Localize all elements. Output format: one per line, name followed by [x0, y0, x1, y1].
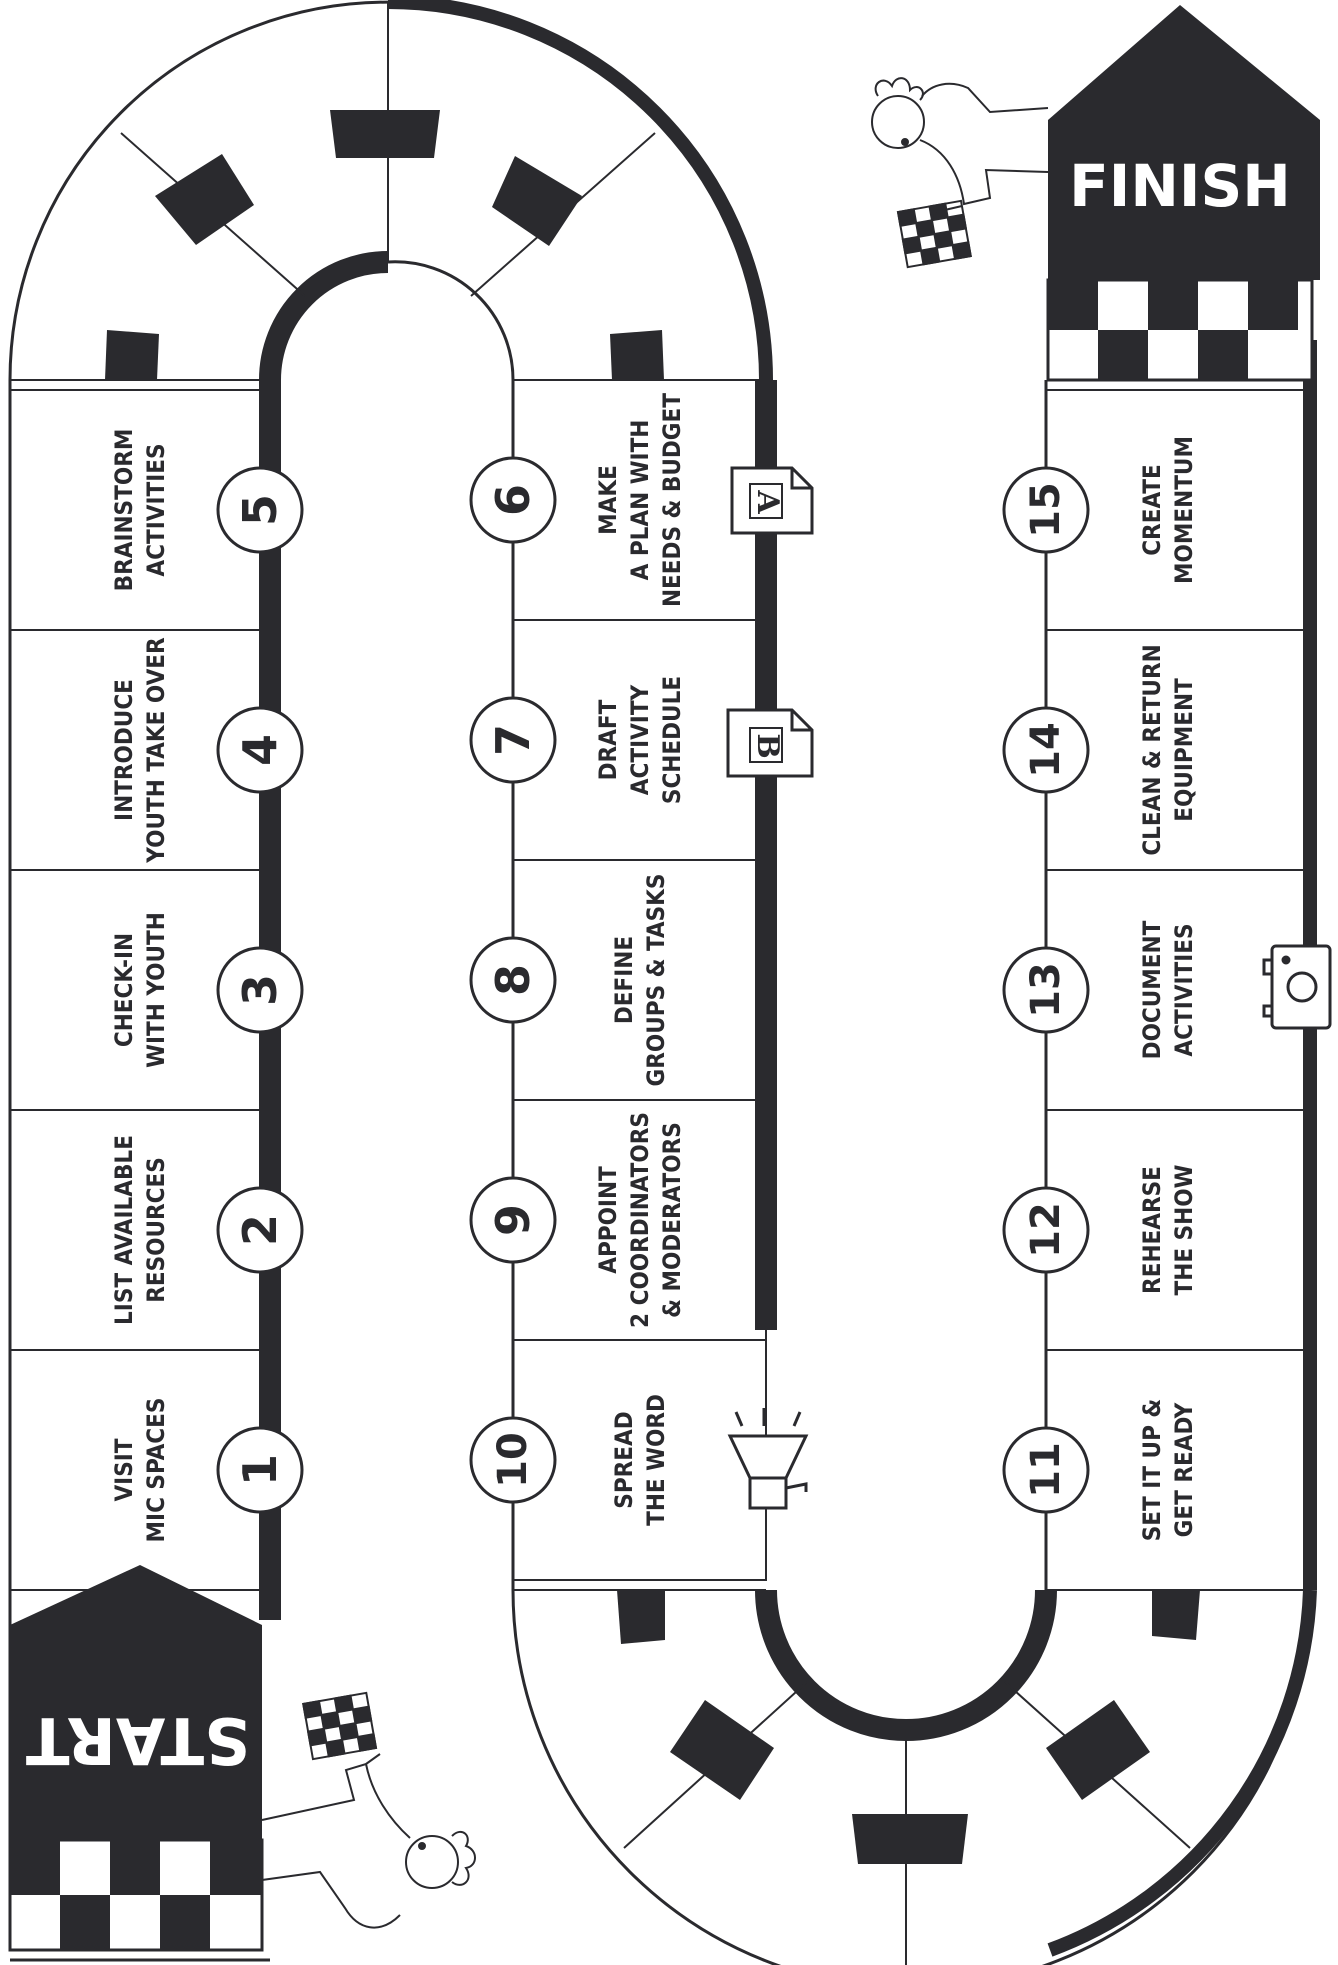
start-flag-waver	[262, 1693, 475, 1928]
step-label-line: VISIT	[110, 1438, 138, 1501]
step-label-line: ACTIVITY	[626, 684, 654, 795]
step-number: 5	[233, 494, 287, 526]
finish-label: FINISH	[1069, 152, 1291, 220]
megaphone-icon	[730, 1408, 806, 1508]
top-curve-dividers	[10, 2, 766, 380]
step-number: 3	[233, 974, 287, 1006]
step-label-line: APPOINT	[594, 1166, 622, 1274]
step-label-line: NEEDS & BUDGET	[658, 393, 686, 607]
step-number: 7	[486, 724, 540, 756]
document-a-letter: A	[750, 489, 785, 514]
camera-icon	[1264, 946, 1330, 1028]
step-number: 2	[233, 1214, 287, 1246]
step-number: 1	[233, 1454, 287, 1486]
step-label-line: REHEARSE	[1138, 1166, 1166, 1294]
step-label-line: DOCUMENT	[1138, 920, 1166, 1059]
step-cell-11: 11 SET IT UP &GET READY	[1004, 1350, 1310, 1590]
step-label-line: LIST AVAILABLE	[110, 1135, 138, 1325]
step-label-line: CREATE	[1138, 464, 1166, 556]
document-a-icon: A	[732, 468, 812, 533]
step-label-line: DRAFT	[594, 699, 622, 780]
step-number: 12	[1023, 1202, 1069, 1258]
bottom-curve-dividers	[513, 1590, 1310, 1965]
step-label-line: DEFINE	[610, 936, 638, 1024]
step-number: 14	[1023, 722, 1069, 778]
step-label-line: MIC SPACES	[142, 1398, 170, 1543]
step-label-line: SCHEDULE	[658, 676, 686, 804]
finish-flag-waver	[872, 78, 1048, 267]
start-checkered-strip	[10, 1840, 262, 1950]
step-label-line: A PLAN WITH	[626, 420, 654, 581]
step-number: 11	[1023, 1442, 1069, 1498]
finish-banner: FINISH	[1048, 5, 1320, 380]
step-label-line: RESOURCES	[142, 1157, 170, 1303]
step-label-line: EQUIPMENT	[1170, 678, 1198, 822]
step-label-line: CHECK-IN	[110, 933, 138, 1047]
step-number: 8	[486, 964, 540, 996]
start-label: START	[25, 1702, 250, 1776]
checkered-flag-icon	[303, 1693, 376, 1759]
step-label-line: CLEAN & RETURN	[1138, 644, 1166, 855]
step-number: 9	[486, 1204, 540, 1236]
top-curve-bumpers	[105, 110, 664, 380]
step-number: 15	[1023, 482, 1069, 538]
step-label-line: SPREAD	[610, 1411, 638, 1508]
step-number: 13	[1023, 962, 1069, 1018]
step-label-line: SET IT UP &	[1138, 1399, 1166, 1542]
checkered-flag-icon	[898, 201, 971, 267]
document-b-letter: B	[750, 733, 785, 758]
step-number: 4	[233, 734, 287, 766]
step-label-line: GROUPS & TASKS	[642, 874, 670, 1087]
document-b-icon: B	[728, 710, 812, 776]
step-label-line: & MODERATORS	[658, 1122, 686, 1318]
step-label-line: THE WORD	[642, 1394, 670, 1526]
finish-checkered-strip	[1048, 280, 1312, 380]
step-label-line: 2 COORDINATORS	[626, 1112, 654, 1328]
step-label-line: THE SHOW	[1170, 1164, 1198, 1295]
start-banner: START	[10, 1565, 262, 1950]
step-label-line: MOMENTUM	[1170, 436, 1198, 584]
step-label-line: ACTIVITIES	[1170, 923, 1198, 1056]
step-label-line: WITH YOUTH	[142, 912, 170, 1068]
step-label-line: INTRODUCE	[110, 679, 138, 821]
step-number: 6	[486, 484, 540, 516]
step-label-line: YOUTH TAKE OVER	[142, 637, 170, 864]
step-label-line: GET READY	[1170, 1402, 1198, 1537]
step-label-line: MAKE	[594, 465, 622, 535]
step-label-line: BRAINSTORM	[110, 429, 138, 592]
step-number: 10	[490, 1432, 536, 1488]
step-label-line: ACTIVITIES	[142, 443, 170, 576]
